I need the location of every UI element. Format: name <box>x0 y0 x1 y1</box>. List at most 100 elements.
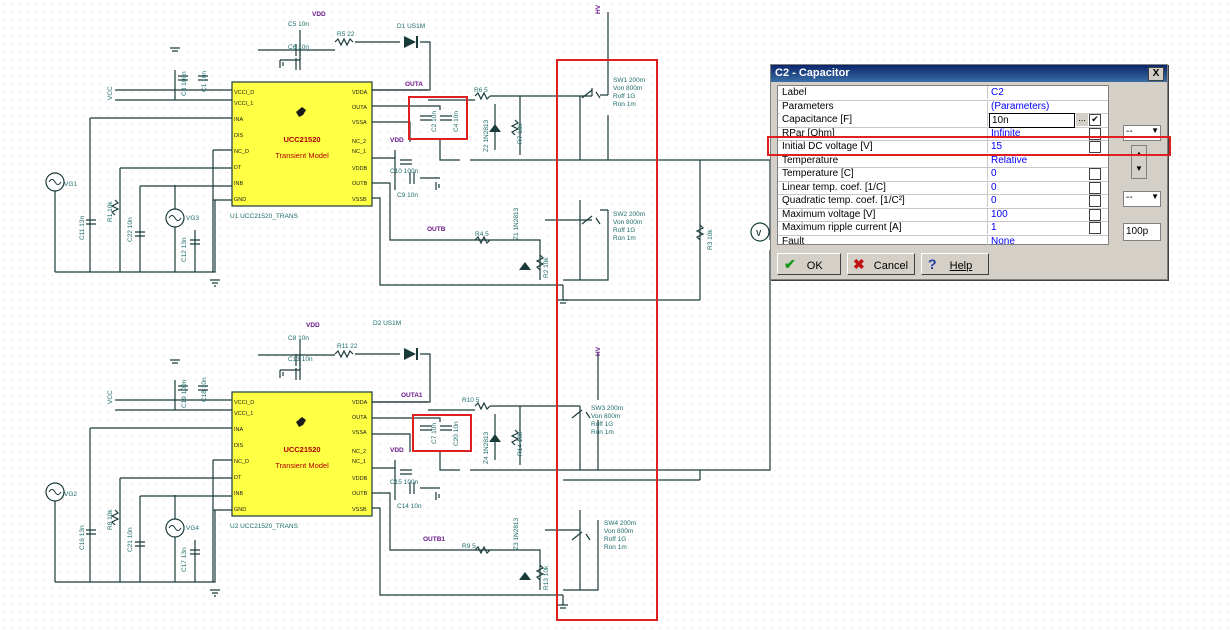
sw2-2: Von 800m <box>613 219 642 226</box>
svg-text:VDDA: VDDA <box>352 90 368 96</box>
row-capacitance[interactable]: Capacitance [F]10n...✔ <box>778 113 1108 128</box>
svg-text:VCC: VCC <box>107 390 114 404</box>
up-arrow-icon[interactable]: ▲ <box>1135 149 1143 158</box>
side-panel: --▼ ▲▼ --▼ 100p <box>1111 83 1163 243</box>
help-button[interactable]: ? Help <box>921 253 989 275</box>
svg-text:R1 10k: R1 10k <box>107 201 114 222</box>
row-initial-dc-voltage[interactable]: Initial DC voltage [V]15 <box>778 140 1108 155</box>
initial-dc-checkbox[interactable] <box>1089 141 1101 153</box>
sw2-1: SW2 200m <box>613 211 645 218</box>
side-dropdown-1[interactable]: --▼ <box>1123 125 1161 141</box>
sw4-2: Von 800m <box>604 528 633 535</box>
dialog-title: C2 - Capacitor <box>771 65 1167 82</box>
row-max-ripple-current[interactable]: Maximum ripple current [A]1 <box>778 221 1108 236</box>
sw1-3: Roff 1G <box>613 93 635 100</box>
svg-text:C7 10n: C7 10n <box>431 423 438 444</box>
side-dropdown-2[interactable]: --▼ <box>1123 191 1161 207</box>
svg-text:INB: INB <box>234 491 244 497</box>
svg-text:Z1 1N2813: Z1 1N2813 <box>513 207 520 240</box>
svg-text:VDD: VDD <box>390 447 404 454</box>
svg-text:VCCI_D: VCCI_D <box>234 400 254 406</box>
label-u1: U1 UCC21520_TRANS <box>230 213 299 220</box>
svg-text:Z3 1N2813: Z3 1N2813 <box>513 517 520 550</box>
svg-text:VSSB: VSSB <box>352 507 367 513</box>
side-value-box[interactable]: 100p <box>1123 223 1161 241</box>
row-rpar[interactable]: RPar [Ohm]Infinite <box>778 126 1108 141</box>
svg-text:VDDB: VDDB <box>352 166 368 172</box>
sw4-3: Roff 1G <box>604 536 626 543</box>
svg-text:NC_1: NC_1 <box>352 459 366 465</box>
svg-text:Transient Model: Transient Model <box>275 151 329 160</box>
svg-text:R13 10k: R13 10k <box>543 565 550 590</box>
svg-text:C19 100n: C19 100n <box>181 379 188 408</box>
svg-text:Z2 1N2813: Z2 1N2813 <box>483 119 490 152</box>
row-linear-temp-coef[interactable]: Linear temp. coef. [1/C]0 <box>778 180 1108 195</box>
capacitance-checkbox[interactable]: ✔ <box>1089 114 1101 126</box>
svg-text:C2 10n: C2 10n <box>431 111 438 132</box>
svg-text:DIS: DIS <box>234 133 244 139</box>
label-r6: R6 5 <box>474 87 488 94</box>
label-r5: R5 22 <box>337 31 355 38</box>
row-quadratic-temp-coef[interactable]: Quadratic temp. coef. [1/C²]0 <box>778 194 1108 209</box>
row-parameters[interactable]: Parameters(Parameters) <box>778 99 1108 114</box>
svg-text:C3 100n: C3 100n <box>181 71 188 96</box>
svg-text:C1 10n: C1 10n <box>201 71 208 92</box>
sw2-3: Roff 1G <box>613 227 635 234</box>
cancel-button[interactable]: ✖ Cancel <box>847 253 915 275</box>
svg-text:C22 10n: C22 10n <box>127 217 134 242</box>
svg-text:VDDB: VDDB <box>352 476 368 482</box>
svg-text:OUTB: OUTB <box>427 226 446 233</box>
label-r11: R11 22 <box>337 343 358 350</box>
label-c8: C8 10n <box>288 335 309 342</box>
sw2-4: Ron 1m <box>613 235 636 242</box>
sw3-2: Von 800m <box>591 413 620 420</box>
sw3-3: Roff 1G <box>591 421 613 428</box>
svg-text:C17 13n: C17 13n <box>181 547 188 572</box>
svg-text:GND: GND <box>234 197 246 203</box>
sw4-1: SW4 200m <box>604 520 636 527</box>
spinner[interactable]: ▲▼ <box>1131 145 1147 179</box>
label-vg2: VG2 <box>64 491 77 498</box>
svg-text:VSSA: VSSA <box>352 430 367 436</box>
svg-text:HV: HV <box>595 346 602 356</box>
svg-text:NC_2: NC_2 <box>352 449 366 455</box>
chevron-down-icon: ▼ <box>1151 126 1159 135</box>
chevron-down-icon: ▼ <box>1151 192 1159 201</box>
svg-text:VDD: VDD <box>390 137 404 144</box>
ellipsis-button[interactable]: ... <box>1076 113 1088 126</box>
svg-text:R14 10k: R14 10k <box>517 431 524 456</box>
down-arrow-icon[interactable]: ▼ <box>1135 164 1143 173</box>
svg-text:VDD: VDD <box>312 11 326 18</box>
label-c9: C9 10n <box>397 192 418 199</box>
svg-text:Z4 1N2813: Z4 1N2813 <box>483 431 490 464</box>
svg-text:VCCI_D: VCCI_D <box>234 90 254 96</box>
rpar-checkbox[interactable] <box>1089 127 1101 140</box>
row-max-voltage[interactable]: Maximum voltage [V]100 <box>778 207 1108 222</box>
sw4-4: Ron 1m <box>604 544 627 551</box>
cross-icon: ✖ <box>853 256 865 272</box>
capacitance-input[interactable]: 10n <box>989 113 1075 128</box>
sw1-4: Ron 1m <box>613 101 636 108</box>
svg-text:UCC21520: UCC21520 <box>283 445 320 454</box>
row-temperature[interactable]: Temperature [C]0 <box>778 167 1108 182</box>
ti-logo-bottom <box>296 417 306 427</box>
sw3-1: SW3 200m <box>591 405 623 412</box>
ok-button[interactable]: ✔ OK <box>777 253 841 275</box>
sw3-4: Ron 1m <box>591 429 614 436</box>
svg-text:R7 10k: R7 10k <box>517 123 524 144</box>
svg-text:C21 10n: C21 10n <box>127 527 134 552</box>
svg-text:INA: INA <box>234 117 244 123</box>
svg-text:DIS: DIS <box>234 443 244 449</box>
question-icon: ? <box>928 256 937 272</box>
svg-text:VDD: VDD <box>306 322 320 329</box>
label-vg4: VG4 <box>186 525 199 532</box>
svg-text:DT: DT <box>234 475 242 481</box>
svg-text:INA: INA <box>234 427 244 433</box>
close-button[interactable]: X <box>1148 67 1164 81</box>
label-r10: R10 5 <box>462 397 480 404</box>
